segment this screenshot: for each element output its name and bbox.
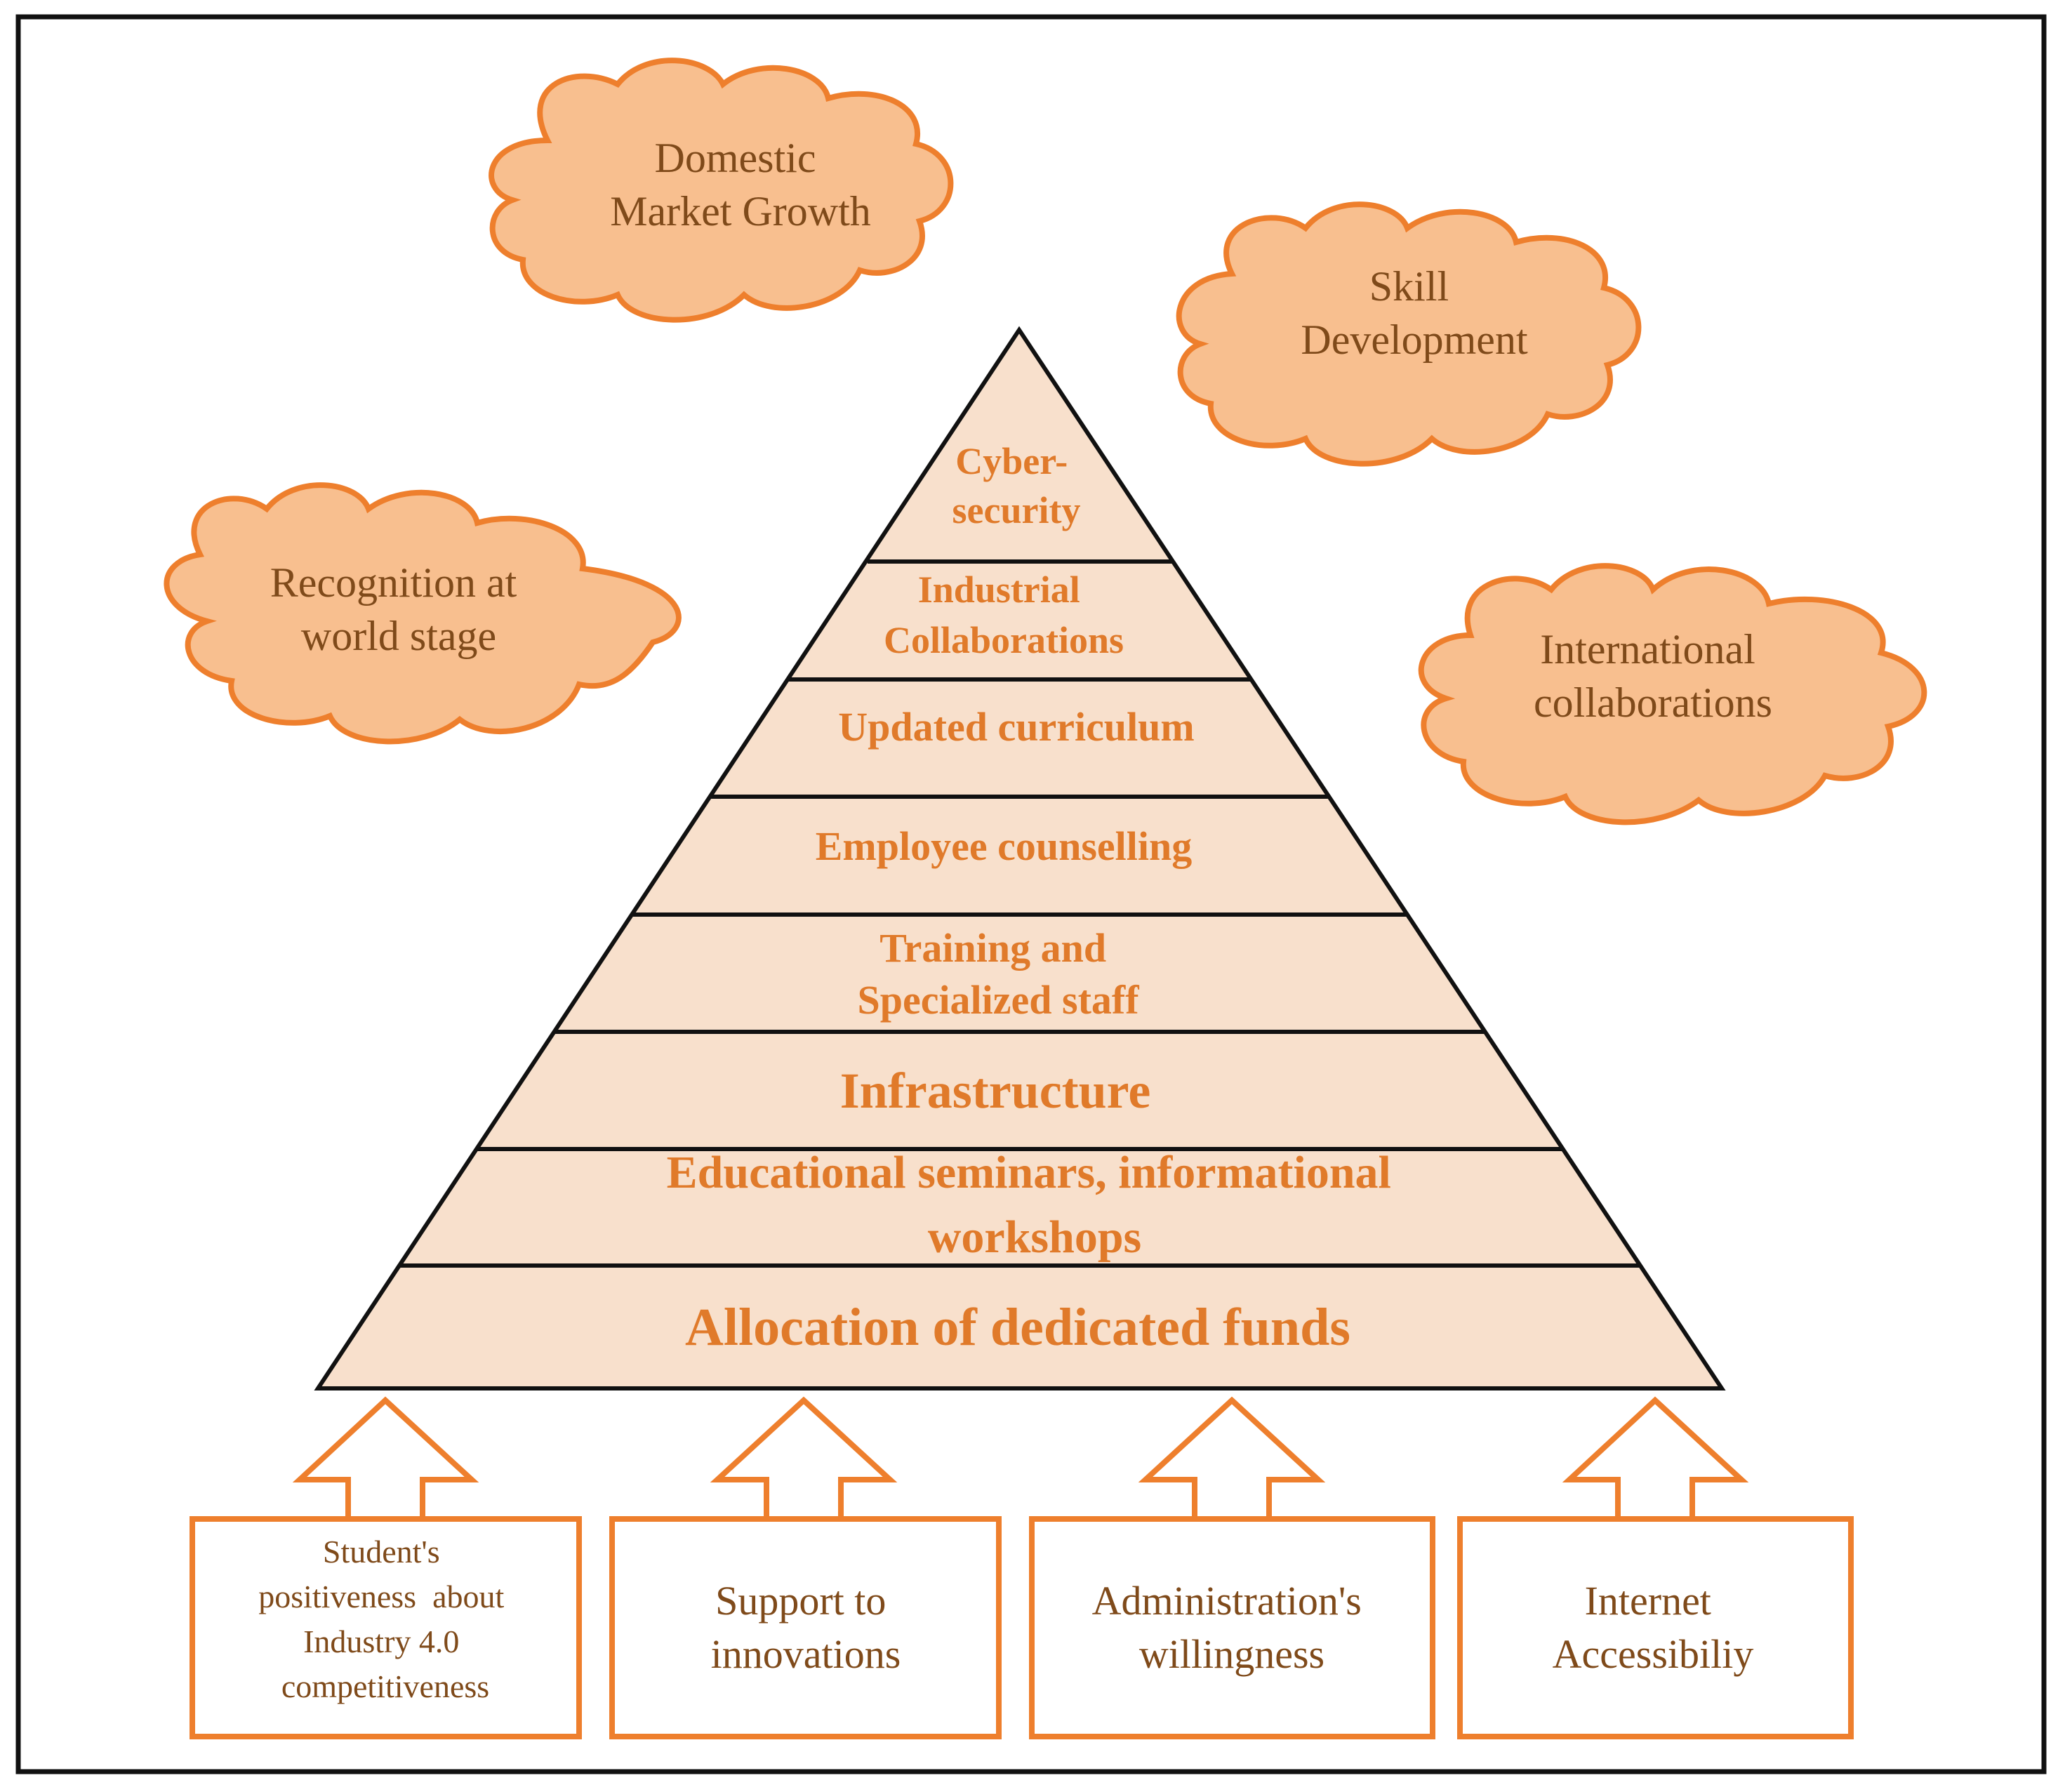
level-infrastructure: Infrastructure xyxy=(840,1063,1151,1119)
pyramid-body xyxy=(314,326,1726,1391)
cloud-shape xyxy=(164,482,682,745)
cloud-skill-development: Skill Development xyxy=(1176,201,1642,467)
cloud-domestic-line-2: Market Growth xyxy=(610,188,871,234)
support-innovations-line-2: innovations xyxy=(711,1631,901,1677)
svg-text:Skill Development: Skill Development xyxy=(1301,263,1528,363)
level-educational-seminars: Educational seminars, informational work… xyxy=(667,1147,1403,1263)
support-box xyxy=(1457,1516,1854,1739)
cloud-recognition-line-1: Recognition at xyxy=(270,559,517,606)
level-educational-line-1: Educational seminars, informational xyxy=(667,1147,1391,1198)
support-box xyxy=(190,1516,582,1739)
svg-text:Support to innovations: Support to innovations xyxy=(711,1578,901,1677)
svg-text:International collaborat: International collaborations xyxy=(1534,626,1772,726)
cloud-domestic-market-growth: Domestic Market Growth xyxy=(489,58,954,323)
cloud-shape xyxy=(489,58,954,323)
svg-text:Student's positiveness: Student's positiveness about Industry 4.… xyxy=(258,1534,512,1704)
pyramid: Cyber- security Industrial Collaboration… xyxy=(314,326,1726,1391)
cloud-recognition-line-2: world stage xyxy=(301,613,496,659)
cloud-international-line-1: International xyxy=(1540,626,1755,672)
cloud-shape xyxy=(1176,201,1642,467)
level-training-specialized-staff: Training and Specialized staff xyxy=(857,925,1139,1023)
svg-text:Recognition at world sta: Recognition at world stage xyxy=(270,559,528,659)
support-administration-line-1: Administration's xyxy=(1092,1578,1362,1624)
level-industrial-line-2: Collaborations xyxy=(884,619,1124,661)
level-cybersecurity-line-1: Cyber- xyxy=(955,440,1068,482)
support-student-positiveness: Student's positiveness about Industry 4.… xyxy=(190,1396,582,1739)
cloud-skill-line-2: Development xyxy=(1301,317,1528,363)
support-internet-line-1: Internet xyxy=(1585,1578,1711,1624)
support-innovations-line-1: Support to xyxy=(715,1578,886,1624)
support-box xyxy=(1029,1516,1435,1739)
cloud-skill-line-1: Skill xyxy=(1369,263,1449,310)
support-administration-willingness: Administration's willingness xyxy=(1029,1396,1435,1739)
level-training-line-1: Training and xyxy=(879,925,1106,971)
level-industrial-line-1: Industrial xyxy=(918,569,1080,611)
level-employee-counselling: Employee counselling xyxy=(816,823,1193,869)
cloud-shape xyxy=(1418,563,1927,825)
support-internet-accessibility: Internet Accessibiliy xyxy=(1457,1396,1854,1739)
cloud-international-line-2: collaborations xyxy=(1534,679,1772,726)
support-student-line-2: positiveness about xyxy=(258,1579,504,1614)
svg-text:Internet Accessibiliy: Internet Accessibiliy xyxy=(1553,1578,1754,1677)
cloud-recognition-world-stage: Recognition at world stage xyxy=(164,482,682,745)
support-administration-line-2: willingness xyxy=(1139,1631,1324,1677)
support-box xyxy=(609,1516,1002,1739)
level-training-line-2: Specialized staff xyxy=(857,977,1139,1023)
level-educational-line-2: workshops xyxy=(928,1212,1141,1263)
svg-text:Domestic Market Growth: Domestic Market Growth xyxy=(610,135,871,234)
svg-text:Administration's willing: Administration's willingness xyxy=(1092,1578,1372,1677)
cloud-international-collaborations: International collaborations xyxy=(1418,563,1927,825)
support-student-line-4: competitiveness xyxy=(281,1668,489,1704)
support-innovations: Support to innovations xyxy=(609,1396,1002,1739)
level-cybersecurity-line-2: security xyxy=(952,489,1081,531)
level-industrial-collaborations: Industrial Collaborations xyxy=(884,569,1124,661)
level-allocation-dedicated-funds: Allocation of dedicated funds xyxy=(685,1298,1350,1357)
support-internet-line-2: Accessibiliy xyxy=(1553,1631,1754,1677)
support-student-line-3: Industry 4.0 xyxy=(303,1624,459,1659)
cloud-domestic-line-1: Domestic xyxy=(655,135,816,181)
support-student-line-1: Student's xyxy=(323,1534,440,1569)
level-updated-curriculum: Updated curriculum xyxy=(838,704,1195,750)
level-cybersecurity: Cyber- security xyxy=(952,440,1081,531)
